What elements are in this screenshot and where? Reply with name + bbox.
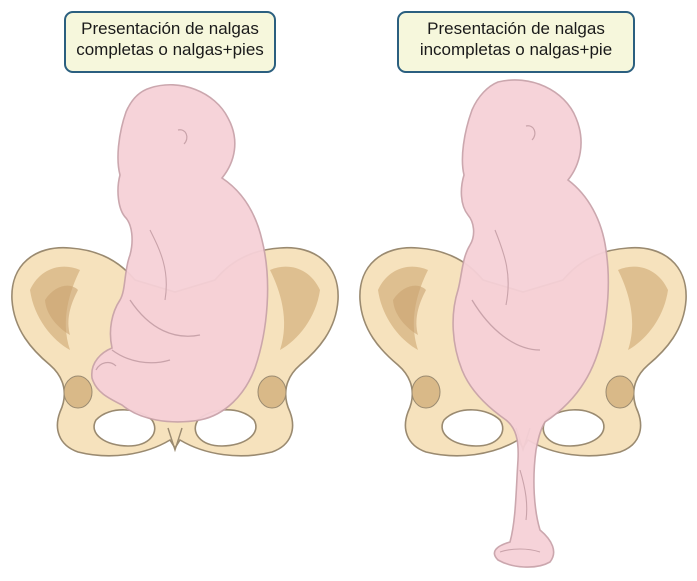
fetus-incomplete-breech: [452, 79, 610, 568]
fetus-complete-breech: [91, 83, 269, 423]
label-incomplete-breech-line1: Presentación de nalgas: [427, 19, 605, 38]
label-complete-breech-line2: completas o nalgas+pies: [76, 40, 264, 59]
label-incomplete-breech-line2: incompletas o nalgas+pie: [419, 40, 613, 59]
label-complete-breech: Presentación de nalgas completas o nalga…: [64, 11, 276, 73]
label-complete-breech-line1: Presentación de nalgas: [81, 19, 259, 38]
label-incomplete-breech: Presentación de nalgas incompletas o nal…: [397, 11, 635, 73]
